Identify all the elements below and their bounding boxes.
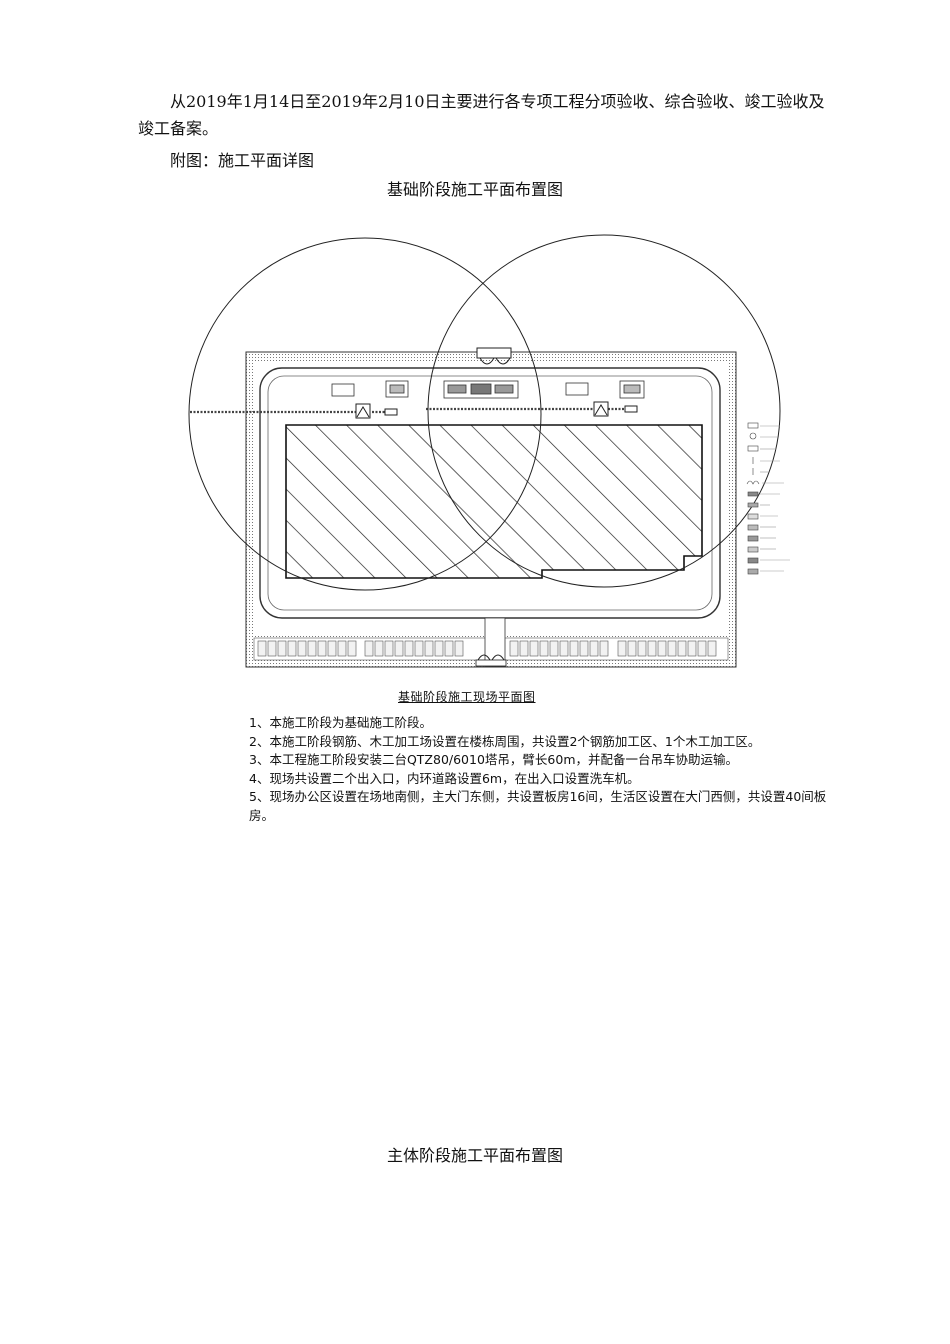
north-facilities	[331, 380, 645, 399]
ring-road-inner	[267, 375, 713, 611]
crane-radius-east	[427, 234, 781, 588]
crane-radius-west	[188, 237, 542, 591]
site-plan-title: 基础阶段施工现场平面图	[398, 690, 536, 704]
appendix-paragraph: 附图：施工平面详图	[170, 151, 315, 170]
south-gate-icon	[475, 654, 507, 667]
south-entrance-road	[484, 617, 506, 667]
schedule-paragraph: 从2019年1月14日至2019年2月10日主要进行各专项工程分项验收、综合验收…	[138, 92, 825, 138]
drawing-note: 1、本施工阶段为基础施工阶段。	[249, 715, 432, 730]
main-structure-plan-caption: 主体阶段施工平面布置图	[386, 1146, 563, 1165]
legend	[746, 422, 790, 575]
north-gate-icon	[476, 347, 512, 365]
drawing-notes: 1、本施工阶段为基础施工阶段。 2、本施工阶段钢筋、木工加工场设置在楼栋周围，共…	[249, 714, 839, 825]
drawing-note: 2、本施工阶段钢筋、木工加工场设置在楼栋周围，共设置2个钢筋加工区、1个木工加工…	[249, 733, 761, 749]
drawing-note: 4、现场共设置二个出入口，内环道路设置6m，在出入口设置洗车机。	[249, 770, 640, 786]
building-footprint	[285, 424, 703, 579]
drawing-note: 5、现场办公区设置在场地南侧，主大门东侧，共设置板房16间，生活区设置在大门西侧…	[249, 789, 827, 823]
drawing-note: 3、本工程施工阶段安装二台QTZ80/6010塔吊，臂长60m，并配备一台吊车协…	[249, 752, 739, 767]
foundation-plan-caption: 基础阶段施工平面布置图	[386, 180, 563, 199]
tower-crane-bases	[355, 401, 638, 419]
site-plan-drawing	[188, 234, 790, 668]
